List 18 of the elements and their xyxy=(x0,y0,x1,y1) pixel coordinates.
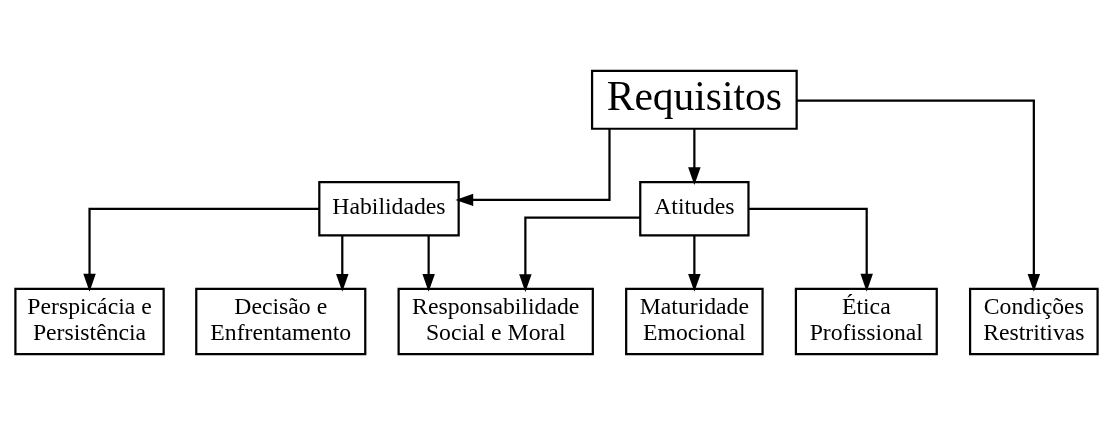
arrow xyxy=(748,207,873,292)
node-box: Requisitos xyxy=(590,69,798,130)
node-box: Ética Profissional xyxy=(794,287,938,355)
arrow xyxy=(336,235,349,292)
node-box: Habilidades xyxy=(318,180,460,237)
node-box: Perspicácia e Persistência xyxy=(14,287,165,355)
node-box: Condições Restritivas xyxy=(969,287,1099,355)
node-box: Atitudes xyxy=(639,180,750,237)
node-box: Responsabilidade Social e Moral xyxy=(397,287,594,355)
arrow xyxy=(688,128,701,185)
arrow xyxy=(519,216,640,292)
arrow xyxy=(455,128,611,206)
arrow xyxy=(422,235,435,292)
node-box: Decisão e Enfrentamento xyxy=(195,287,367,355)
arrow xyxy=(688,235,701,292)
arrow xyxy=(83,207,320,292)
arrow xyxy=(796,98,1041,292)
node-box: Maturidade Emocional xyxy=(625,287,764,355)
